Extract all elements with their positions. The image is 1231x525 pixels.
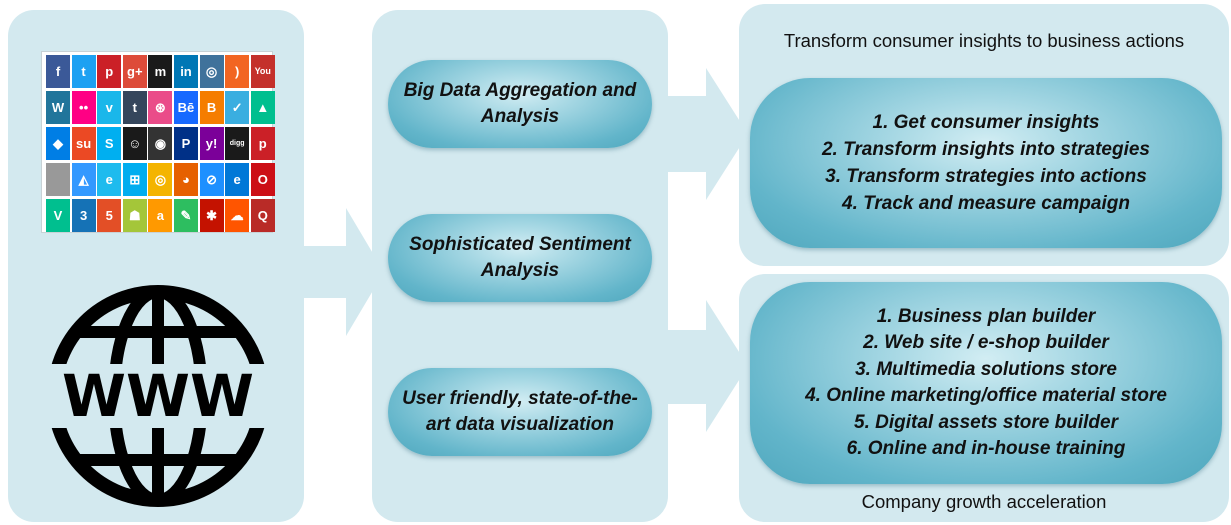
growth-services-pill: 1. Business plan builder 2. Web site / e…	[750, 282, 1222, 484]
evernote-icon: ✎	[173, 199, 198, 232]
pill-line: Analysis	[480, 260, 560, 281]
html5-icon: 5	[97, 199, 122, 232]
facebook-icon: f	[46, 55, 70, 88]
pinterest-icon: p	[97, 55, 122, 88]
yelp-icon: ✱	[199, 199, 224, 232]
amazon-icon: a	[148, 199, 173, 232]
growth-caption: Company growth acceleration	[861, 491, 1107, 512]
digg-icon: digg	[225, 127, 250, 160]
myspace-icon: m	[148, 55, 173, 88]
wordpress-icon: W	[46, 91, 70, 124]
pill-line: Analysis	[480, 106, 560, 127]
step-item: 1. Get consumer insights	[872, 112, 1100, 133]
rss-icon: )	[225, 55, 250, 88]
www-globe-icon: WWW	[46, 285, 270, 507]
service-item: 3. Multimedia solutions store	[855, 358, 1117, 380]
soundcloud-icon: ☁	[225, 199, 250, 232]
pinterest-alt-icon: p	[250, 127, 275, 160]
github-icon: ◉	[148, 127, 173, 160]
ie-icon: e	[97, 163, 122, 196]
flickr-icon: ••	[71, 91, 96, 124]
edge-icon: e	[225, 163, 250, 196]
service-item: 6. Online and in-house training	[846, 438, 1126, 459]
delicious-icon: ◭	[71, 163, 96, 196]
service-item: 5. Digital assets store builder	[854, 411, 1118, 433]
skype-icon: S	[97, 127, 122, 160]
windows-icon: ⊞	[122, 163, 147, 196]
service-item: 4. Online marketing/office material stor…	[805, 385, 1167, 406]
pill-line: User friendly, state-of-the-	[402, 388, 638, 409]
insights-caption: Transform consumer insights to business …	[783, 30, 1185, 51]
arrow-analysis-to-growth	[664, 300, 748, 432]
vimeo-icon: v	[97, 91, 122, 124]
apple-icon	[46, 163, 70, 196]
firefox-icon: ◕	[173, 163, 198, 196]
blogger-icon: B	[199, 91, 224, 124]
dropbox-icon: ◆	[46, 127, 70, 160]
vine-icon: ▲	[250, 91, 275, 124]
quora-icon: Q	[250, 199, 275, 232]
step-item: 3. Transform strategies into actions	[825, 166, 1147, 187]
youtube-icon: You	[250, 55, 275, 88]
pill-line: art data visualization	[426, 414, 614, 435]
opera-icon: O	[250, 163, 275, 196]
www-label: WWW	[62, 362, 254, 430]
googleplus-icon: g+	[122, 55, 147, 88]
data-visualization-pill: User friendly, state-of-the- art data vi…	[388, 368, 652, 456]
step-item: 4. Track and measure campaign	[842, 193, 1130, 214]
android-icon: ☗	[122, 199, 147, 232]
reddit-icon: ☺	[122, 127, 147, 160]
pill-line: Big Data Aggregation and	[403, 80, 637, 101]
service-item: 2. Web site / e-shop builder	[863, 332, 1109, 353]
css3-icon: 3	[71, 199, 96, 232]
chrome-icon: ◎	[148, 163, 173, 196]
behance-icon: Bē	[173, 91, 198, 124]
service-item: 1. Business plan builder	[876, 305, 1096, 327]
step-item: 2. Transform insights into strategies	[821, 139, 1150, 160]
arrow-analysis-to-insights	[664, 68, 748, 200]
safari-icon: ⊘	[199, 163, 224, 196]
instagram-icon: ◎	[199, 55, 224, 88]
paypal-icon: P	[173, 127, 198, 160]
dribbble-icon: ⊛	[148, 91, 173, 124]
yahoo-icon: y!	[199, 127, 224, 160]
linkedin-icon: in	[173, 55, 198, 88]
pill-line: Sophisticated Sentiment	[409, 234, 631, 255]
twitter-icon: t	[71, 55, 96, 88]
sentiment-analysis-pill: Sophisticated Sentiment Analysis	[388, 214, 652, 302]
insights-steps-pill: 1. Get consumer insights 2. Transform in…	[750, 78, 1222, 248]
check-icon: ✓	[225, 91, 250, 124]
tumblr-icon: t	[122, 91, 147, 124]
vine-v-icon: V	[46, 199, 70, 232]
big-data-analysis-pill: Big Data Aggregation and Analysis	[388, 60, 652, 148]
stumbleupon-icon: su	[71, 127, 96, 160]
